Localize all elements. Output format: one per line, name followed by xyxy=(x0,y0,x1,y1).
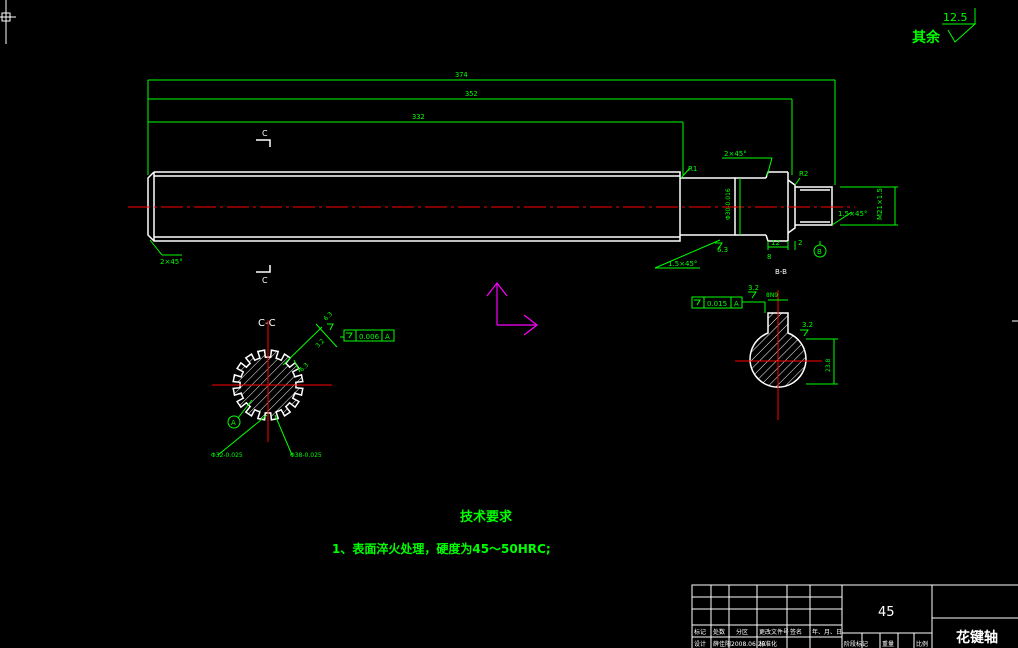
tech-requirements-title: 技术要求 xyxy=(460,509,513,525)
tb-extra-cell-0: 阶段标记 xyxy=(844,640,868,648)
thread-spec: M21×1.5 xyxy=(876,188,884,220)
spline-tolerance-value: 0.006 xyxy=(359,333,380,341)
spline-section-title: C-C xyxy=(258,318,276,329)
ucs-icon xyxy=(486,282,538,336)
radius-r2: R2 xyxy=(799,170,808,178)
roughness-label: 其余 xyxy=(912,29,941,46)
key-roughness-right: 3.2 xyxy=(802,321,813,329)
spline-major-diameter: Φ38-0.025 xyxy=(290,452,322,459)
chamfer-left: 2×45° xyxy=(160,258,183,266)
roughness-general: 其余 12.5 xyxy=(912,8,977,46)
roughness-symbol-icon xyxy=(942,23,977,43)
dim-spline-length: 332 xyxy=(412,113,425,121)
tb-row1-cell-5: 年、月、日 xyxy=(812,628,842,636)
dim-8: 8 xyxy=(767,253,771,261)
tb-row1-cell-3: 更改文件号 xyxy=(759,628,789,636)
chamfer-neck: 1.5×45° xyxy=(668,260,697,268)
dim-overall: 374 xyxy=(455,71,468,79)
section-cut-top-label: C xyxy=(262,129,268,138)
chamfer-top: 2×45° xyxy=(724,150,747,158)
tb-extra-cell-2: 比例 xyxy=(916,640,928,648)
key-width: 8N9 xyxy=(766,292,778,299)
neck-roughness: 6.3 xyxy=(717,246,728,254)
key-section: 0.015 A 3.2 3.2 8N9 23.8 xyxy=(691,284,838,420)
spline-roughness-b: 3.2 xyxy=(314,338,326,350)
dim-2: 2 xyxy=(798,239,802,247)
neck-diameter: Φ30-0.016 xyxy=(725,188,732,220)
dimension-lines xyxy=(147,79,836,185)
radius-r1: R1 xyxy=(688,165,697,173)
key-roughness-top-symbol-icon xyxy=(748,291,757,299)
key-depth: 23.8 xyxy=(825,358,832,372)
key-tolerance-datum: A xyxy=(734,300,739,308)
tb-row1-cell-4: 签名 xyxy=(790,628,802,636)
key-tolerance-value: 0.015 xyxy=(707,300,727,308)
title-block-material: 45 xyxy=(878,605,895,620)
section-cut-bottom-label: C xyxy=(262,276,268,285)
tech-requirements-item1: 1、表面淬火处理，硬度为45～50HRC; xyxy=(332,541,551,556)
spline-roughness-a: 6.3 xyxy=(322,311,334,323)
section-b-label: B-B xyxy=(775,268,787,276)
tb-row2-cell-0: 设计 xyxy=(694,640,706,648)
key-tolerance-symbol-icon xyxy=(694,299,701,306)
spline-tolerance-symbol-icon xyxy=(346,332,353,339)
dim-mid: 352 xyxy=(465,90,478,98)
spline-section: C-C 6.3 3.2 6.3 0.006 A A Φ32-0.025 Φ38-… xyxy=(211,311,395,459)
roughness-value: 12.5 xyxy=(943,11,968,24)
tb-row1-cell-0: 标记 xyxy=(694,628,706,636)
title-block xyxy=(691,584,1018,648)
section-cut-marker-top xyxy=(256,139,271,147)
tb-row2-cell-3: 标准化 xyxy=(759,640,777,648)
spline-minor-diameter: Φ32-0.025 xyxy=(211,452,243,459)
tb-row1-cell-2: 分区 xyxy=(736,628,748,636)
spline-roughness-c: 6.3 xyxy=(298,362,310,374)
shaft-callout-leaders xyxy=(149,157,898,269)
crosshair-cursor-icon xyxy=(0,0,16,44)
chamfer-end: 1.5×45° xyxy=(838,210,867,218)
spline-roughness-a-symbol-icon xyxy=(327,323,334,331)
tb-row2-cell-2: 2008.06.20 xyxy=(731,641,766,648)
tb-row1-cell-1: 处数 xyxy=(713,628,725,636)
tb-row2-cell-1: 薛佳阳 xyxy=(713,640,731,648)
section-cut-marker-bottom xyxy=(256,265,271,273)
neck-roughness-symbol-icon xyxy=(715,242,723,250)
key-roughness-right-symbol-icon xyxy=(800,329,809,337)
key-roughness-top: 3.2 xyxy=(748,284,759,292)
tb-extra-cell-1: 重量 xyxy=(882,640,894,648)
spline-tolerance-datum: A xyxy=(385,333,390,341)
title-block-row-labels: 标记处数 分区 更改文件号签名 年、月、日 xyxy=(694,628,842,636)
title-block-extra-labels: 阶段标记 重量 比例 xyxy=(844,640,928,648)
dim-12: 12 xyxy=(771,239,780,247)
title-block-part-name: 花键轴 xyxy=(956,629,998,646)
datum-b: B xyxy=(817,248,822,256)
spline-datum-a: A xyxy=(231,419,236,427)
